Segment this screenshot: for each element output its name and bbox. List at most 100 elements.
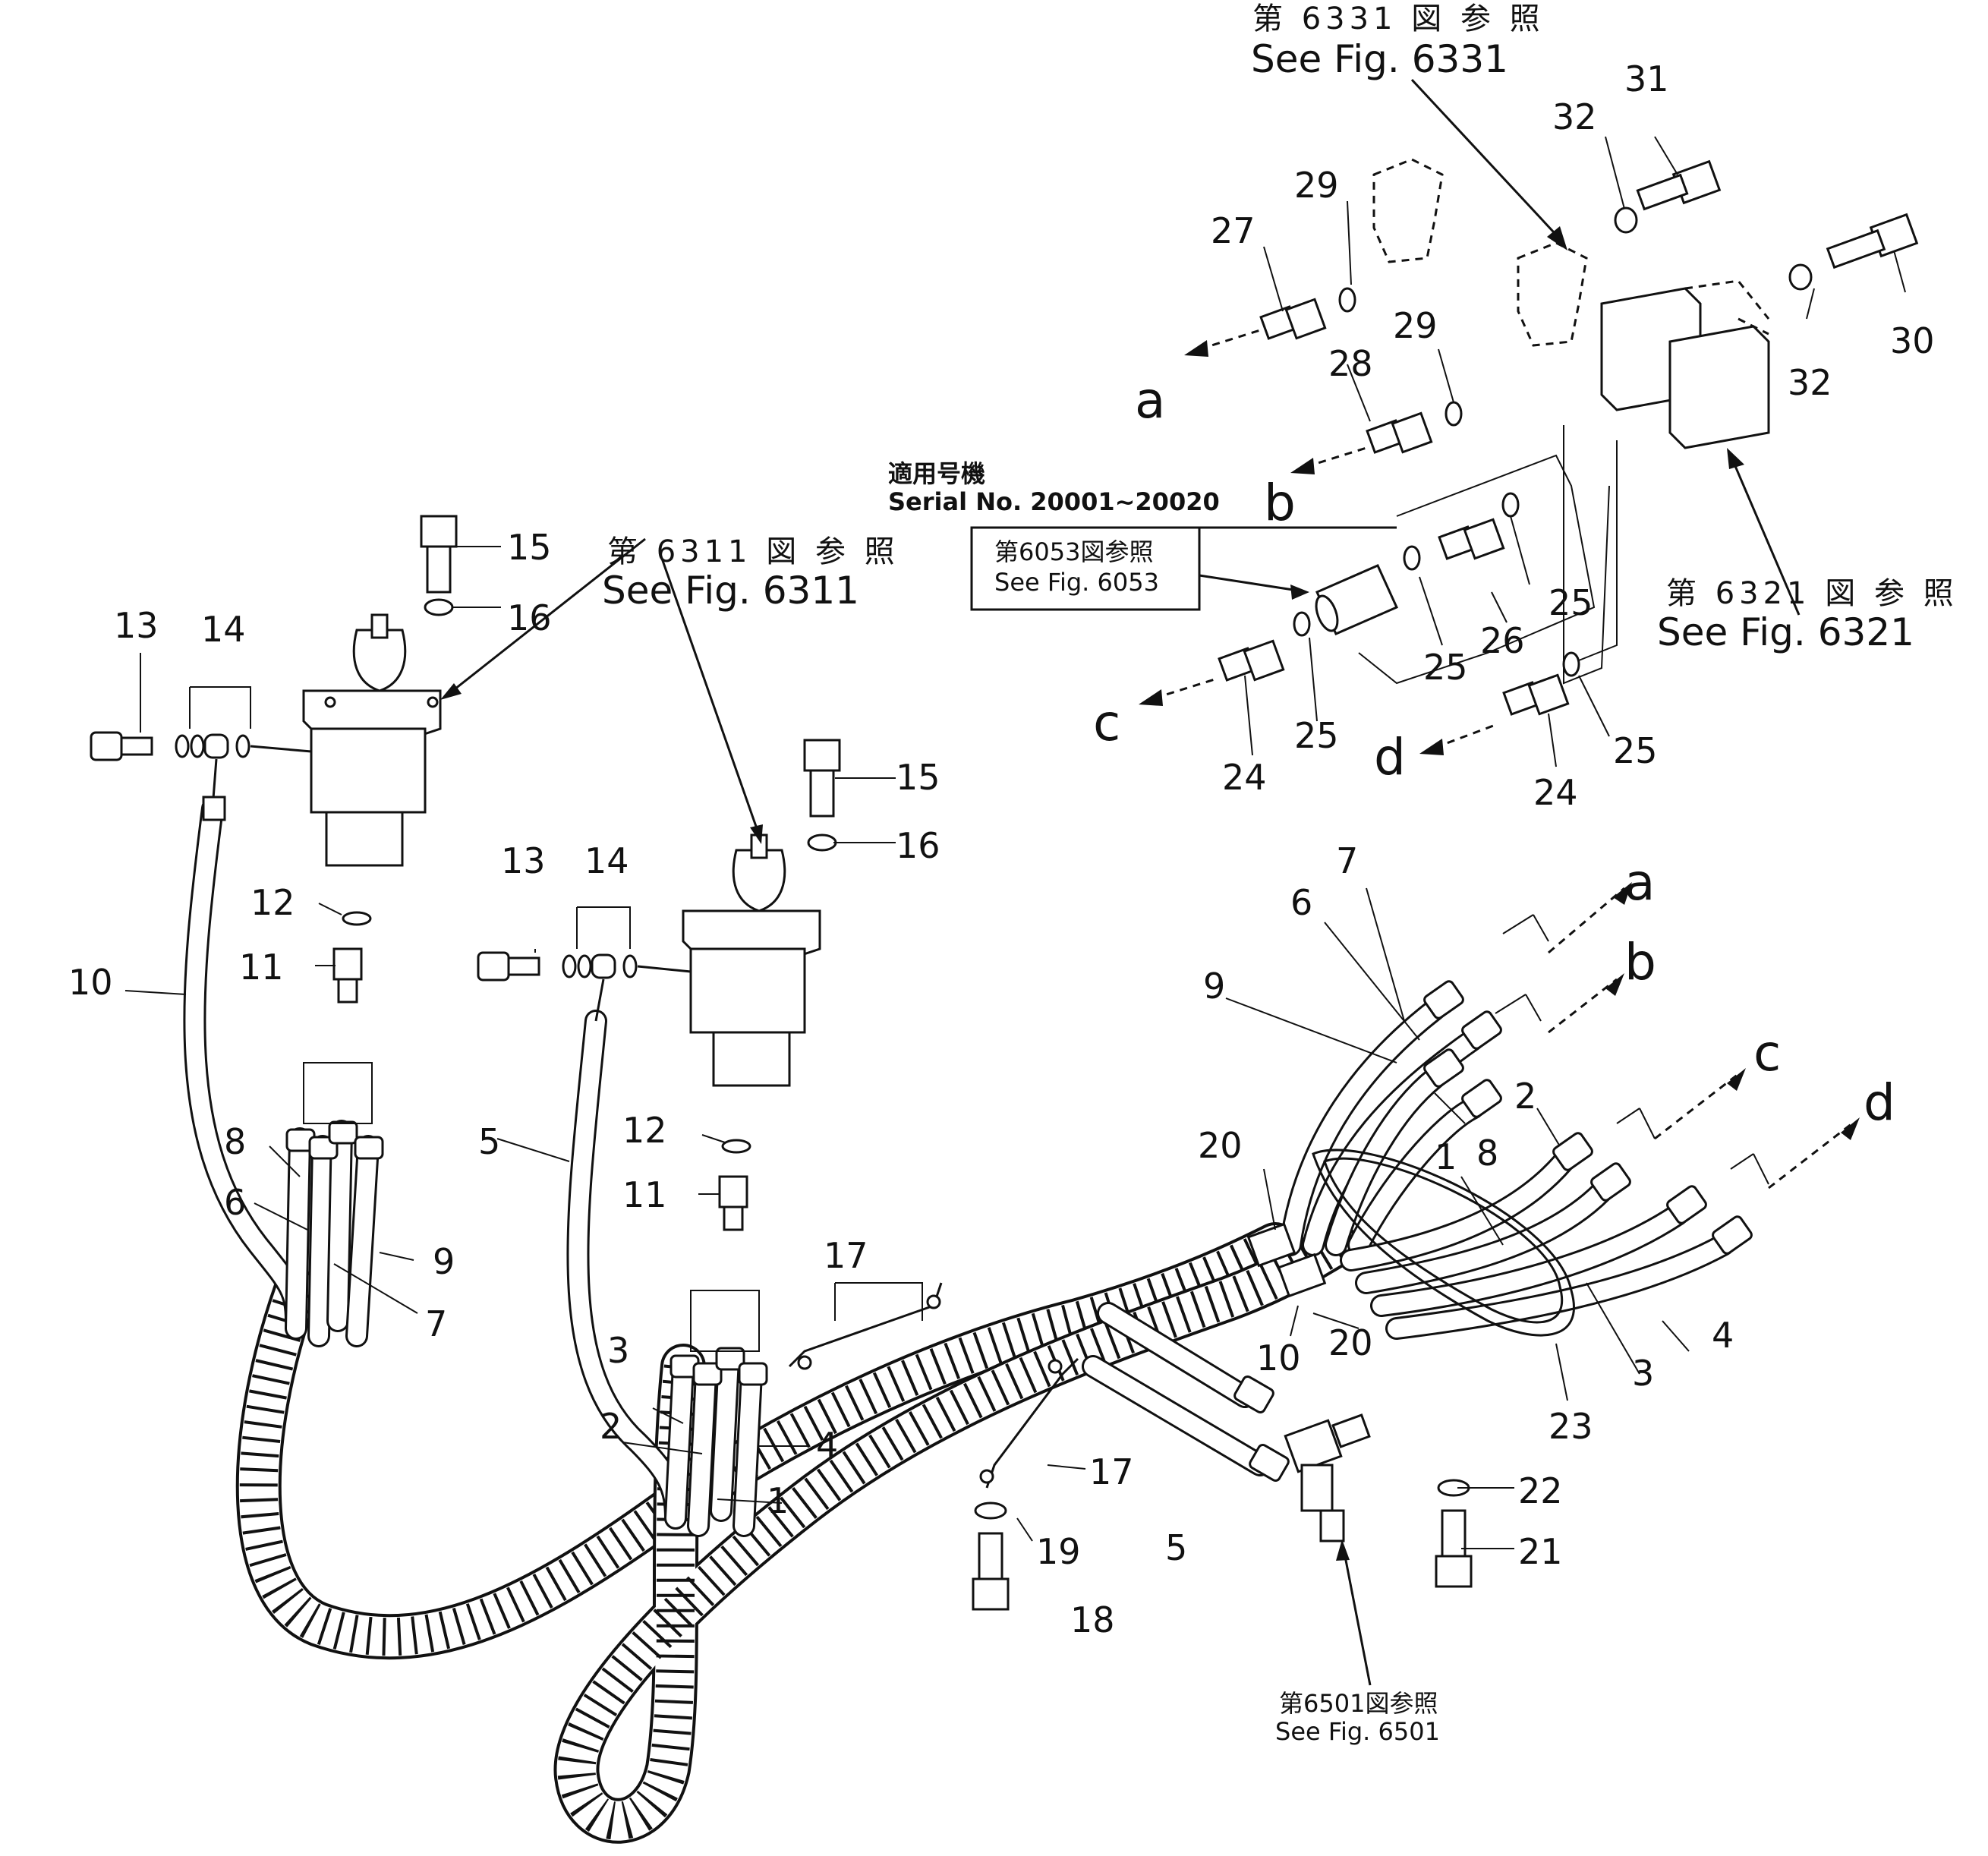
label-29a: 29 [1294, 165, 1339, 206]
label-3a: 3 [607, 1330, 629, 1371]
connection-guide-upper [1358, 454, 1596, 685]
label-15b: 15 [896, 757, 940, 798]
label-29b: 29 [1393, 305, 1438, 346]
label-15a: 15 [507, 527, 552, 568]
label-20a: 20 [1198, 1125, 1243, 1166]
label-32a: 32 [1552, 96, 1597, 137]
label-10b: 10 [1256, 1338, 1301, 1379]
adapter-11-left [332, 947, 363, 1004]
label-1a: 1 [767, 1480, 789, 1521]
label-21: 21 [1518, 1531, 1563, 1572]
label-17a: 17 [824, 1235, 868, 1276]
ref-6053-jp: 第6053図参照 [994, 537, 1153, 566]
label-8b: 8 [1476, 1133, 1498, 1174]
banjo-fitting-center [477, 951, 692, 1022]
o-ring-25-c [1293, 611, 1311, 637]
label-19: 19 [1036, 1531, 1081, 1572]
ref-6321-jp: 第 6321 図 参 照 [1666, 576, 1958, 611]
label-24b: 24 [1533, 772, 1578, 813]
label-6a: 6 [224, 1182, 246, 1223]
label-16a: 16 [507, 597, 552, 638]
port-b-right: b [1624, 933, 1656, 991]
hose-bundle-left [235, 1222, 1298, 1660]
port-b-top: b [1264, 474, 1296, 532]
label-23: 23 [1548, 1406, 1593, 1447]
label-20b: 20 [1328, 1322, 1373, 1363]
label-11a: 11 [239, 947, 284, 988]
bolt-21 [1435, 1509, 1473, 1588]
label-2a: 2 [600, 1406, 622, 1447]
port-d-top: d [1374, 728, 1406, 786]
bracket-a [1502, 914, 1549, 942]
bracket-c [1616, 1108, 1656, 1139]
fitting-26 [1438, 518, 1505, 560]
label-12a: 12 [250, 882, 295, 923]
label-11b: 11 [622, 1174, 667, 1215]
label-9a: 9 [433, 1241, 455, 1282]
solenoid-valve-block-6321 [1600, 279, 1770, 449]
label-27: 27 [1211, 210, 1255, 251]
hose-bundle-center [553, 1222, 1359, 1844]
label-16b: 16 [896, 825, 940, 866]
callout-labels: 1 1 2 2 3 3 4 4 5 5 6 6 7 7 8 8 9 9 10 1… [68, 58, 1935, 1640]
leader-lines [124, 136, 1906, 1549]
label-17b: 17 [1089, 1451, 1134, 1492]
pilot-valve-left [302, 613, 442, 867]
washer-19 [974, 1502, 1007, 1520]
banjo-fitting-left [90, 731, 312, 821]
adapter-6053 [1315, 564, 1398, 635]
label-25a: 25 [1423, 647, 1468, 688]
label-9b: 9 [1203, 966, 1225, 1007]
port-a-top: a [1135, 371, 1165, 430]
washer-32-upper [1614, 206, 1638, 234]
hose-ends-lower-center [1082, 1302, 1290, 1483]
ref-6501-en: See Fig. 6501 [1275, 1717, 1440, 1746]
pilot-valve-center [682, 833, 821, 1087]
fitting-24-right [1502, 673, 1570, 716]
fitting-28 [1366, 411, 1433, 454]
fig6053-box [970, 526, 1201, 611]
label-3b: 3 [1632, 1353, 1654, 1394]
label-18: 18 [1070, 1599, 1115, 1640]
reference-arrows [440, 78, 1860, 1686]
ref-6501-jp: 第6501図参照 [1279, 1689, 1438, 1718]
bolt-18 [972, 1532, 1010, 1611]
hose-group-center [664, 1290, 768, 1537]
port-d-right: d [1864, 1073, 1895, 1132]
bolt-31 [1636, 159, 1722, 211]
bolt-15-center [803, 739, 841, 818]
clamp-17-lower [979, 1357, 1079, 1489]
hose-group-right-upper [1279, 980, 1502, 1256]
washer-16-center [807, 833, 837, 852]
label-26: 26 [1480, 620, 1525, 661]
ref-6053-en: See Fig. 6053 [994, 568, 1159, 597]
label-31: 31 [1624, 58, 1669, 99]
label-32b: 32 [1788, 362, 1832, 403]
o-ring-29-lower [1445, 401, 1463, 427]
o-ring-12-left [342, 911, 372, 926]
label-4b: 4 [1712, 1315, 1734, 1356]
ref-6311-en: See Fig. 6311 [602, 569, 859, 613]
port-a-right: a [1624, 853, 1655, 912]
reference-labels: 第 6331 図 参 照 See Fig. 6331 第 6311 図 参 照 … [602, 2, 1958, 1746]
label-8a: 8 [224, 1121, 246, 1162]
fitting-24-left [1218, 639, 1285, 682]
label-22: 22 [1518, 1470, 1563, 1511]
ref-6331-jp: 第 6331 図 参 照 [1252, 2, 1545, 36]
port-labels: a b c d a b c d [1093, 371, 1895, 1132]
label-13a: 13 [114, 605, 159, 646]
o-ring-25-d [1562, 651, 1580, 677]
ref-6321-en: See Fig. 6321 [1657, 610, 1914, 654]
label-2b: 2 [1514, 1076, 1536, 1117]
o-ring-25-a [1501, 492, 1520, 518]
connection-guide-right [1563, 425, 1610, 685]
fitting-27 [1259, 298, 1327, 340]
label-14a: 14 [201, 609, 246, 650]
label-12b: 12 [622, 1110, 667, 1151]
label-24a: 24 [1222, 757, 1267, 798]
clamp-20 [1246, 1222, 1327, 1298]
hose-group-right-lower [1312, 1132, 1753, 1340]
label-25c: 25 [1294, 715, 1339, 756]
label-25d: 25 [1613, 730, 1658, 771]
